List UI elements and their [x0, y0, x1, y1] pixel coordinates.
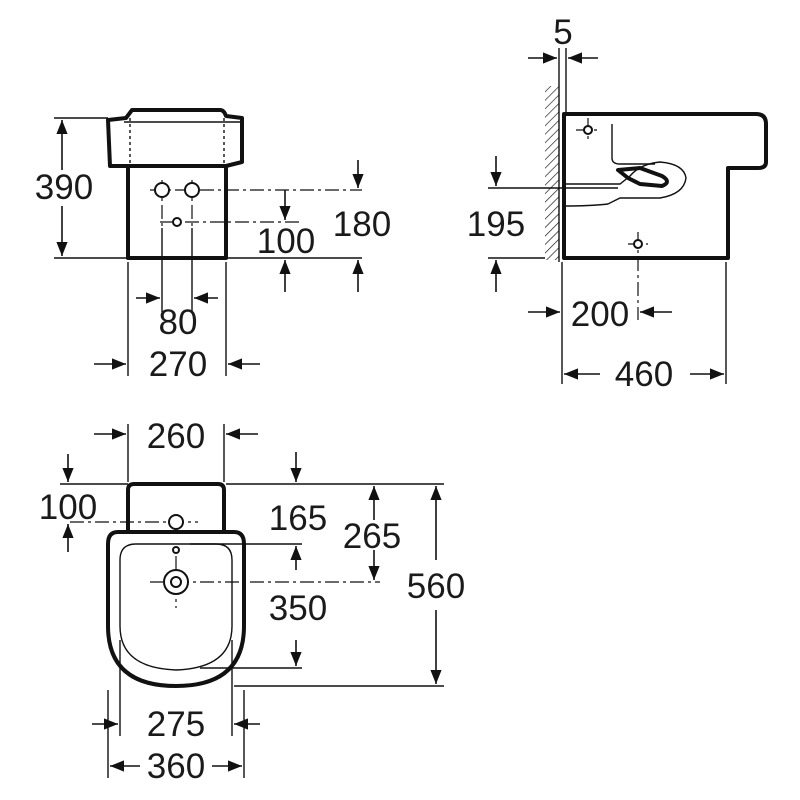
- dim-label-100: 100: [257, 222, 315, 261]
- side-trapway: [616, 166, 669, 188]
- front-cistern-top: [106, 108, 244, 168]
- dim-label-195: 195: [467, 205, 525, 244]
- side-bowl-interior: [563, 161, 687, 207]
- top-view: 260 100 165 265 350 560 275 360: [39, 417, 465, 786]
- side-bowl-rim: [611, 124, 655, 165]
- dim-label-460: 460: [615, 355, 673, 394]
- front-view: 390 180 100 80 270: [30, 108, 391, 384]
- top-bowl-outer: [106, 530, 246, 688]
- dim-label-390: 390: [35, 168, 93, 207]
- wall-hatching: [545, 86, 559, 260]
- dim-label-80: 80: [159, 303, 198, 342]
- dim-label-270: 270: [149, 345, 207, 384]
- dim-label-360: 360: [147, 747, 205, 786]
- top-cistern: [126, 482, 226, 532]
- side-body: [562, 112, 768, 260]
- dim-label-350: 350: [269, 589, 327, 628]
- front-fixing-hole-right: [184, 182, 200, 198]
- front-water-inlet: [172, 217, 182, 227]
- side-outlet-hole: [633, 239, 643, 249]
- dim-label-265: 265: [343, 517, 401, 556]
- label-bg: [30, 170, 96, 206]
- dim-label-200: 200: [571, 295, 629, 334]
- dim-label-100-top: 100: [39, 488, 97, 527]
- top-bowl-inner: [119, 543, 233, 671]
- dim-label-275: 275: [147, 705, 205, 744]
- front-fixing-hole-left: [154, 182, 170, 198]
- side-fixing-top: [583, 125, 593, 135]
- dim-label-165: 165: [269, 499, 327, 538]
- top-cistern-hole: [168, 514, 184, 530]
- top-waste-outlet-inner: [170, 576, 182, 588]
- side-view: 5 195 200 460: [467, 13, 768, 394]
- top-overflow-hole: [172, 546, 180, 554]
- dim-label-5: 5: [553, 13, 572, 52]
- dim-label-560: 560: [407, 567, 465, 606]
- dim-label-180: 180: [333, 205, 391, 244]
- dim-label-260: 260: [147, 417, 205, 456]
- front-body: [126, 166, 228, 260]
